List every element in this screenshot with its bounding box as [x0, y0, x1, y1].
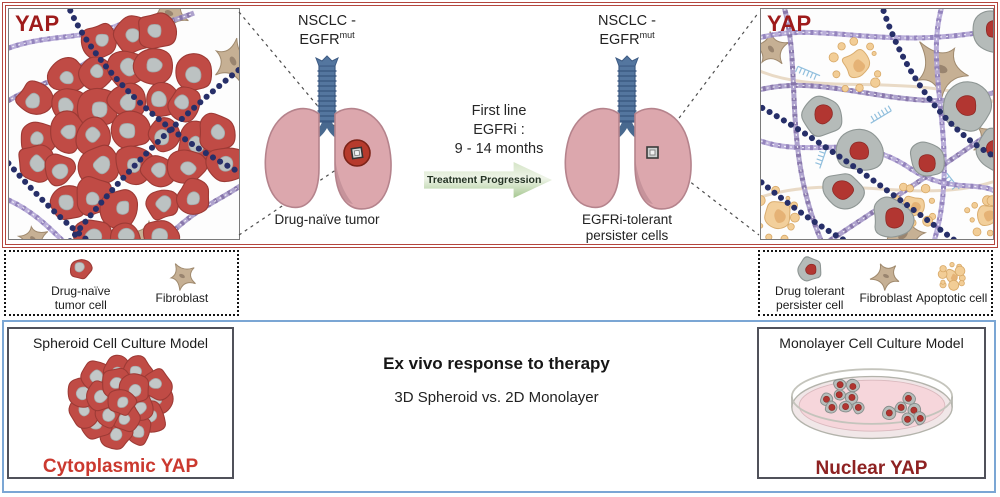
fibroblast-icon [160, 261, 204, 291]
legend-item: Drug-naïve tumor cell [35, 254, 127, 312]
legend-persister: Drug tolerant persister cell Fibroblast … [758, 250, 993, 316]
persister-cells-caption: EGFRi-tolerant persister cells [581, 212, 673, 244]
cytoplasmic-yap-caption: Cytoplasmic YAP [42, 456, 199, 477]
spheroid-model-title: Spheroid Cell Culture Model [32, 335, 209, 351]
petri-dish-illustration [774, 351, 970, 458]
apoptotic-cell-icon [935, 261, 969, 291]
nsclc-egfr-title-left: NSCLC - EGFRmut [297, 13, 356, 48]
nuclear-yap-caption: Nuclear YAP [815, 458, 928, 479]
legend-item: Drug tolerant persister cell [764, 254, 856, 312]
drug-naive-tme-panel: YAP [8, 8, 240, 240]
legend-drug-naive: Drug-naïve tumor cell Fibroblast [4, 250, 239, 316]
persister-tme-panel: YAP [760, 8, 994, 240]
spheroid-illustration [46, 351, 196, 456]
ex-vivo-center-text: Ex vivo response to therapy 3D Spheroid … [238, 322, 755, 491]
first-line-egfri-text: First line EGFRi : 9 - 14 months [454, 103, 544, 157]
tumor-microenvironment-section: YAP YAP NSCLC - EGFRmut Drug-naïve tumor… [2, 2, 998, 248]
treatment-progression-arrow: Treatment Progression [424, 162, 552, 198]
yap-label-right: YAP [767, 11, 812, 36]
nsclc-egfr-title-right: NSCLC - EGFRmut [597, 13, 656, 48]
ex-vivo-section: Spheroid Cell Culture Model Cytoplasmic … [2, 320, 996, 493]
ex-vivo-subtitle: 3D Spheroid vs. 2D Monolayer [394, 389, 599, 406]
spheroid-model-card: Spheroid Cell Culture Model Cytoplasmic … [7, 327, 234, 479]
lung-illustration-drug-naive [252, 54, 402, 214]
drug-tolerant-persister-cell-icon [794, 254, 826, 284]
yap-label-left: YAP [15, 11, 60, 36]
legend-item: Fibroblast [156, 261, 208, 305]
drug-naive-tme-illustration [9, 9, 239, 239]
legend-item: Apoptotic cell [916, 261, 987, 305]
lung-illustration-persister [552, 54, 702, 214]
persister-tme-illustration [761, 9, 993, 239]
legend-item: Fibroblast [859, 261, 912, 305]
ex-vivo-title: Ex vivo response to therapy [383, 354, 610, 373]
monolayer-model-title: Monolayer Cell Culture Model [779, 335, 964, 351]
drug-naive-tumor-cell-icon [65, 254, 97, 284]
monolayer-model-card: Monolayer Cell Culture Model Nuclear YAP [757, 327, 986, 479]
drug-naive-tumor-caption: Drug-naïve tumor [274, 212, 380, 227]
fibroblast-icon [864, 261, 908, 291]
